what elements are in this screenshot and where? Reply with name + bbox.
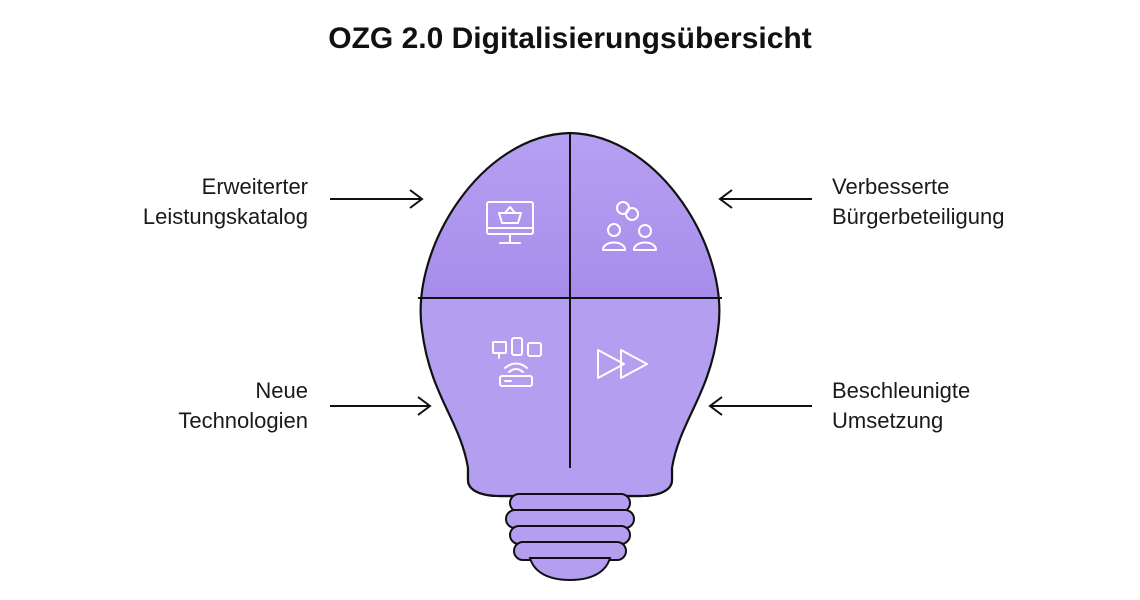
- label-line: Verbesserte: [832, 174, 950, 199]
- label-beschleunigte-umsetzung: Beschleunigte Umsetzung: [832, 376, 970, 436]
- arrow-right-icon: [330, 396, 432, 416]
- label-verbesserte-buergerbeteiligung: Verbesserte Bürgerbeteiligung: [832, 172, 1004, 232]
- label-line: Umsetzung: [832, 408, 944, 433]
- label-erweiterter-leistungskatalog: Erweiterter Leistungskatalog: [143, 172, 308, 232]
- people-link-icon: [602, 201, 657, 251]
- label-line: Technologien: [178, 408, 308, 433]
- diagram-title: OZG 2.0 Digitalisierungsübersicht: [328, 22, 812, 55]
- bulb-neck: [466, 468, 674, 498]
- label-neue-technologien: Neue Technologien: [178, 376, 308, 436]
- label-line: Bürgerbeteiligung: [832, 204, 1005, 229]
- devices-router-icon: [492, 337, 542, 387]
- monitor-basket-icon: [486, 201, 534, 244]
- label-line: Neue: [255, 378, 308, 403]
- arrows: [330, 189, 812, 416]
- label-line: Erweiterter: [201, 174, 308, 199]
- base-tip: [528, 557, 612, 582]
- fast-forward-icon: [597, 349, 648, 379]
- arrow-right-icon: [330, 189, 424, 209]
- bulb-base: [505, 493, 635, 582]
- arrow-left-icon: [718, 189, 812, 209]
- label-line: Beschleunigte: [832, 378, 971, 403]
- label-line: Leistungskatalog: [142, 204, 308, 229]
- arrow-left-icon: [708, 396, 812, 416]
